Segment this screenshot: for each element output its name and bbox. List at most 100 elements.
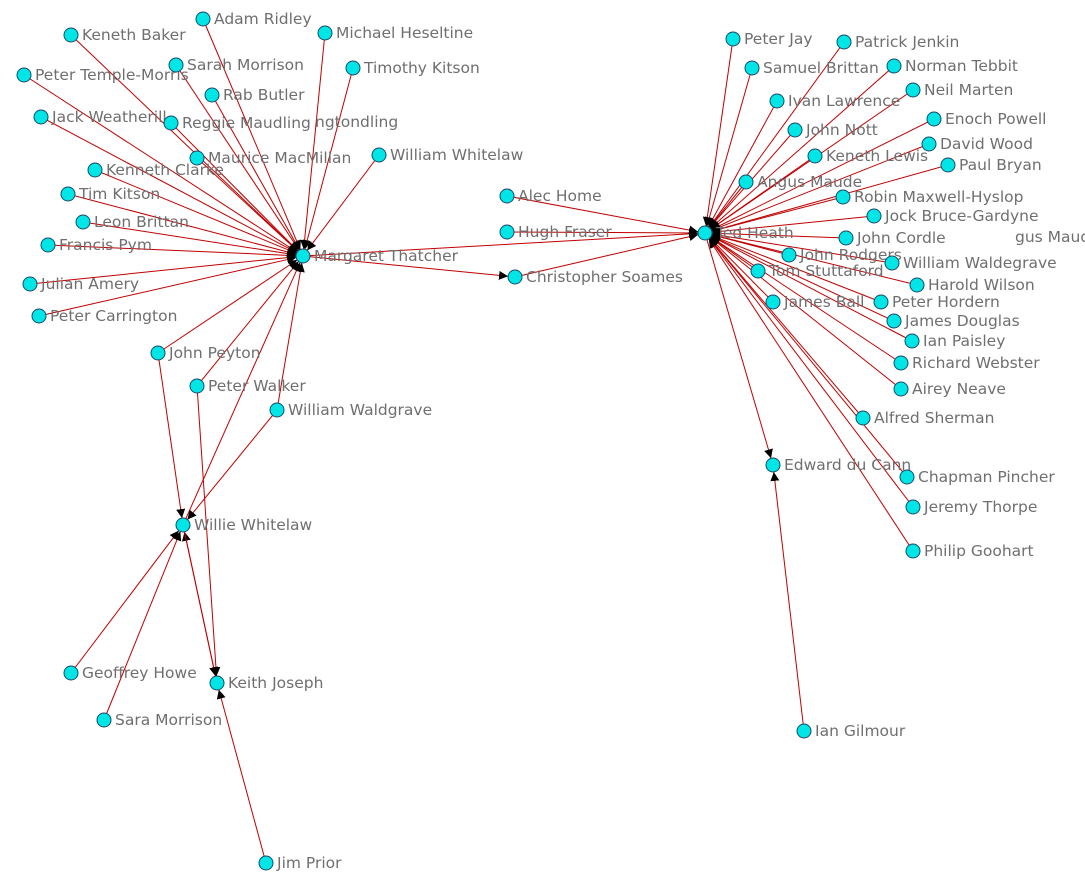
node-marker[interactable] [269, 402, 285, 418]
node-alec-home[interactable]: Alec Home [499, 187, 602, 205]
node-marker[interactable] [909, 277, 925, 293]
node-marker[interactable] [345, 60, 361, 76]
node-marker[interactable] [905, 543, 921, 559]
node-marker[interactable] [926, 111, 942, 127]
node-marker[interactable] [866, 208, 882, 224]
node-pym[interactable]: Francis Pym [40, 236, 152, 254]
node-lawrence[interactable]: Ivan Lawrence [769, 92, 900, 110]
node-marker[interactable] [781, 247, 797, 263]
node-soames[interactable]: Christopher Soames [507, 268, 683, 286]
node-thatcher[interactable]: Margaret Thatcher [295, 247, 459, 265]
node-fraser[interactable]: Hugh Fraser [499, 223, 612, 241]
node-weatherill[interactable]: Jack Weatherill [33, 108, 167, 126]
node-marker[interactable] [96, 712, 112, 728]
node-marker[interactable] [725, 31, 741, 47]
node-marker[interactable] [150, 345, 166, 361]
node-t-kitson[interactable]: Timothy Kitson [345, 59, 480, 77]
node-waldegrave[interactable]: William Waldegrave [884, 254, 1057, 272]
node-paisley[interactable]: Ian Paisley [904, 332, 1005, 350]
node-marker[interactable] [940, 157, 956, 173]
node-marker[interactable] [75, 214, 91, 230]
node-marker[interactable] [87, 162, 103, 178]
node-marker[interactable] [738, 174, 754, 190]
node-marker[interactable] [209, 675, 225, 691]
node-samuel-brittan[interactable]: Samuel Brittan [744, 59, 879, 77]
node-marker[interactable] [295, 248, 311, 264]
node-marker[interactable] [884, 255, 900, 271]
node-marker[interactable] [258, 855, 274, 871]
node-marker[interactable] [855, 410, 871, 426]
node-marker[interactable] [371, 147, 387, 163]
node-tebbit[interactable]: Norman Tebbit [886, 57, 1018, 75]
node-tim-kitson[interactable]: Tim Kitson [60, 185, 160, 203]
node-marker[interactable] [787, 122, 803, 138]
node-marker[interactable] [905, 82, 921, 98]
node-marker[interactable] [769, 93, 785, 109]
node-peyton[interactable]: John Peyton [150, 344, 261, 362]
node-macmillan[interactable]: Maurice MacMillan [189, 149, 351, 167]
node-butler[interactable]: Rab Butler [204, 86, 305, 104]
node-marker[interactable] [838, 230, 854, 246]
node-marker[interactable] [189, 150, 205, 166]
node-marker[interactable] [765, 294, 781, 310]
node-pincher[interactable]: Chapman Pincher [899, 468, 1055, 486]
node-jenkin[interactable]: Patrick Jenkin [836, 33, 959, 51]
node-clarke[interactable]: Kenneth Clarke [87, 161, 224, 179]
node-leon-brittan[interactable]: Leon Brittan [75, 213, 189, 231]
node-jay[interactable]: Peter Jay [725, 30, 813, 48]
node-keith-joseph[interactable]: Keith Joseph [209, 674, 323, 692]
node-marker[interactable] [204, 87, 220, 103]
node-marker[interactable] [22, 276, 38, 292]
node-marker[interactable] [905, 499, 921, 515]
node-powell[interactable]: Enoch Powell [926, 110, 1046, 128]
node-stuttaford[interactable]: Tom Stuttaford [750, 262, 884, 280]
node-goodhart[interactable]: Philip Goohart [905, 542, 1034, 560]
node-marker[interactable] [195, 11, 211, 27]
node-marker[interactable] [899, 469, 915, 485]
node-douglas[interactable]: James Douglas [886, 312, 1020, 330]
node-ball[interactable]: James Ball [765, 293, 864, 311]
node-marker[interactable] [499, 224, 515, 240]
node-maudling[interactable]: Reggie Maudling [163, 114, 311, 132]
node-marker[interactable] [796, 723, 812, 739]
node-waldgrave[interactable]: William Waldgrave [269, 401, 432, 419]
node-heath[interactable]: Ted Heath [697, 224, 794, 242]
node-sara-morrison[interactable]: Sara Morrison [96, 711, 222, 729]
node-sarah-morrison[interactable]: Sarah Morrison [168, 56, 304, 74]
node-cordle[interactable]: John Cordle [838, 229, 946, 247]
node-marker[interactable] [60, 186, 76, 202]
node-marker[interactable] [175, 517, 191, 533]
node-marker[interactable] [765, 457, 781, 473]
node-ridley[interactable]: Adam Ridley [195, 10, 312, 28]
node-marten[interactable]: Neil Marten [905, 81, 1013, 99]
node-hordern[interactable]: Peter Hordern [873, 293, 1000, 311]
node-carrington[interactable]: Peter Carrington [31, 307, 177, 325]
node-keneth-lewis[interactable]: Keneth Lewis [807, 147, 928, 165]
node-marker[interactable] [33, 109, 49, 125]
node-marker[interactable] [836, 34, 852, 50]
node-marker[interactable] [750, 263, 766, 279]
node-thorpe[interactable]: Jeremy Thorpe [905, 498, 1037, 516]
node-marker[interactable] [893, 355, 909, 371]
node-webster[interactable]: Richard Webster [893, 354, 1040, 372]
node-rodgers[interactable]: John Rodgers [781, 246, 902, 264]
node-marker[interactable] [835, 189, 851, 205]
node-nott[interactable]: John Nott [787, 121, 878, 139]
node-marker[interactable] [16, 67, 32, 83]
node-sherman[interactable]: Alfred Sherman [855, 409, 994, 427]
node-harold-wilson[interactable]: Harold Wilson [909, 276, 1035, 294]
node-marker[interactable] [189, 378, 205, 394]
node-baker[interactable]: Keneth Baker [63, 26, 186, 44]
node-marker[interactable] [886, 313, 902, 329]
node-neave[interactable]: Airey Neave [893, 380, 1006, 398]
node-marker[interactable] [807, 148, 823, 164]
node-bryan[interactable]: Paul Bryan [940, 156, 1042, 174]
node-marker[interactable] [893, 381, 909, 397]
node-prior[interactable]: Jim Prior [258, 854, 342, 872]
node-marker[interactable] [873, 294, 889, 310]
node-walker[interactable]: Peter Walker [189, 377, 306, 395]
node-willie-whitelaw[interactable]: Willie Whitelaw [175, 516, 313, 534]
node-du-cann[interactable]: Edward du Cann [765, 456, 911, 474]
node-marker[interactable] [163, 115, 179, 131]
node-gilmour[interactable]: Ian Gilmour [796, 722, 906, 740]
